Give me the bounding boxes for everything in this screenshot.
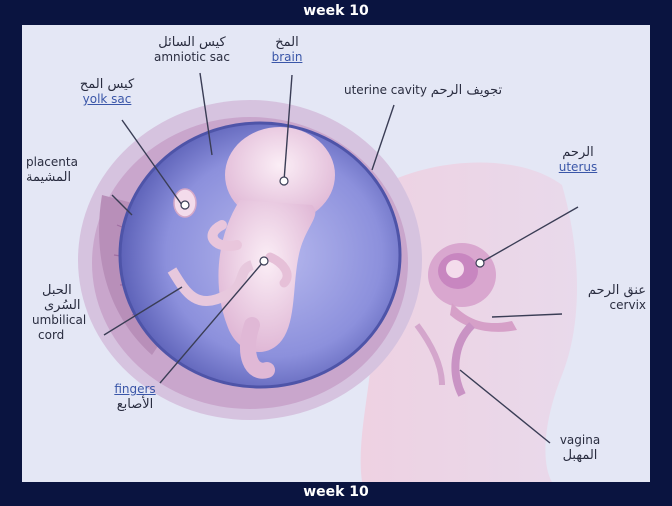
placenta-english: placenta	[26, 155, 78, 169]
vagina-english: vagina	[559, 433, 601, 447]
cervix-arabic: عنق الرحم	[587, 283, 646, 298]
leader-lines	[103, 72, 579, 444]
brain-link[interactable]: brain	[271, 50, 303, 64]
label-uterine-cavity: uterine cavity تجويف الرحم	[344, 83, 502, 98]
banner-bottom-title: week 10	[303, 484, 369, 500]
marker-dots	[180, 176, 485, 268]
yolk-sac-arabic: كيس المح	[79, 77, 135, 92]
label-amniotic-sac: كيس السائل amniotic sac	[132, 35, 252, 65]
uterine-cavity-arabic: تجويف الرحم	[430, 83, 503, 98]
brain-arabic: المخ	[275, 35, 299, 50]
label-yolk-sac: كيس المح yolk sac	[62, 77, 152, 107]
amniotic-sac-english: amniotic sac	[154, 50, 230, 64]
amniotic-sac-arabic: كيس السائل	[158, 35, 226, 50]
uterus-link[interactable]: uterus	[558, 160, 598, 174]
placenta-arabic: المشيمة	[26, 170, 72, 185]
label-vagina: vagina المهبل	[550, 433, 610, 463]
label-placenta: placenta المشيمة	[26, 155, 78, 185]
yolk-sac-link[interactable]: yolk sac	[82, 92, 132, 106]
label-fingers: fingers الأصابع	[100, 382, 170, 412]
label-brain: المخ brain	[262, 35, 312, 65]
umbilical-cord-english-2: cord	[38, 328, 65, 342]
umbilical-cord-arabic-2: السُرى	[44, 298, 81, 313]
label-umbilical-cord: الحبل السُرى umbilical cord	[32, 283, 86, 343]
uterus-arabic: الرحم	[562, 145, 594, 160]
diagram-panel: كيس السائل amniotic sac المخ brain كيس ا…	[22, 25, 650, 482]
fetus	[207, 127, 335, 379]
umbilical-cord-shape	[167, 260, 255, 306]
vagina-arabic: المهبل	[562, 448, 598, 463]
banner-top-title: week 10	[303, 3, 369, 19]
fetus-illustration	[78, 72, 579, 482]
cervix-english: cervix	[609, 298, 646, 312]
label-uterus: الرحم uterus	[548, 145, 608, 175]
label-cervix: عنق الرحم cervix	[550, 283, 646, 313]
fingers-arabic: الأصابع	[116, 397, 154, 412]
umbilical-cord-english-1: umbilical	[32, 313, 87, 327]
fingers-link[interactable]: fingers	[114, 382, 156, 396]
uterine-cavity-english: uterine cavity	[344, 83, 427, 97]
umbilical-cord-arabic-1: الحبل	[42, 283, 72, 298]
